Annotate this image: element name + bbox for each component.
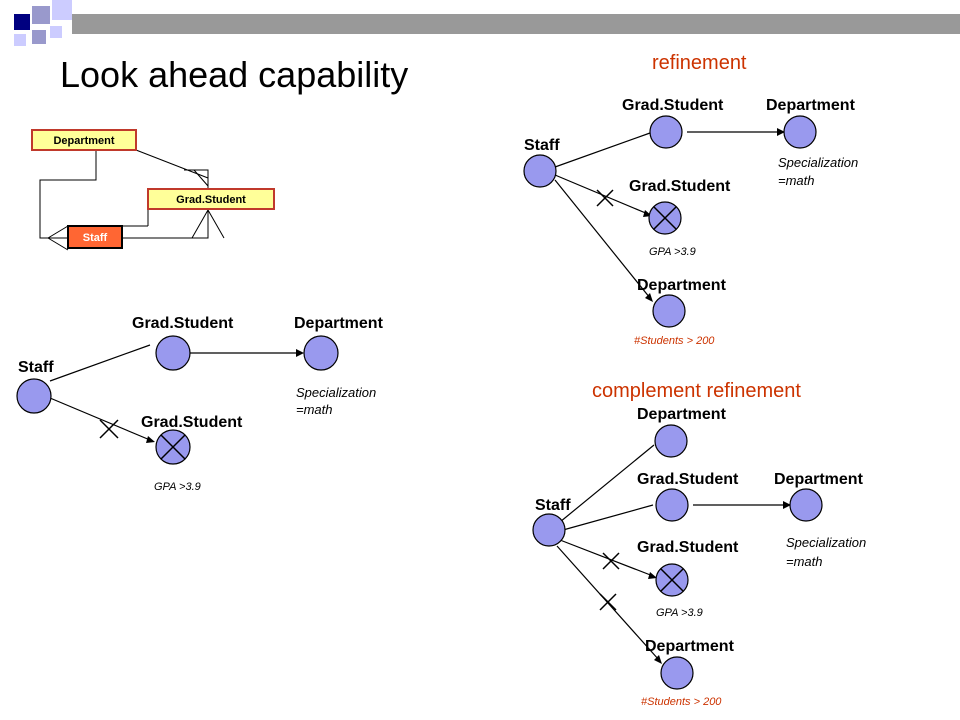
complement-staff-label: Staff: [535, 497, 571, 514]
page-title: Look ahead capability: [60, 54, 408, 95]
complement-grad-student-2-label: Grad.Student: [637, 539, 739, 556]
schema-grad-student-label: Grad.Student: [176, 194, 246, 206]
complement-grad-student-label: Grad.Student: [637, 471, 739, 488]
refinement-graph: refinement Staff Grad.Student Department…: [523, 52, 858, 347]
refinement-department-label: Department: [766, 97, 856, 114]
left-department-node: [303, 335, 339, 371]
complement-department-node: [789, 488, 823, 522]
complement-department-top-node: [654, 424, 688, 458]
left-department-label: Department: [294, 315, 384, 332]
refinement-staff-label: Staff: [524, 137, 560, 154]
refinement-specialization-value: =math: [778, 173, 815, 188]
complement-staff-node: [532, 513, 566, 547]
left-grad-student-node: [155, 335, 191, 371]
complement-graph: complement refinement Department Staff G…: [532, 380, 866, 708]
refinement-heading: refinement: [652, 52, 747, 74]
refinement-department-2-label: Department: [637, 277, 727, 294]
left-staff-label: Staff: [18, 359, 54, 376]
refinement-grad-student-2-label: Grad.Student: [629, 178, 731, 195]
schema-grad-student-box: [147, 188, 275, 210]
schema-department-box: [31, 129, 137, 151]
schema-department-label: Department: [53, 135, 114, 147]
complement-gpa-label: GPA >3.9: [656, 607, 703, 619]
schema-diagram: Department Grad.Student Staff: [31, 129, 275, 251]
complement-specialization-value: =math: [786, 554, 823, 569]
schema-staff-label: Staff: [83, 232, 108, 244]
complement-specialization-label: Specialization: [786, 535, 866, 550]
refinement-gpa-label: GPA >3.9: [649, 246, 696, 258]
refinement-students-label: #Students > 200: [634, 335, 715, 347]
title-bar: [72, 14, 960, 34]
schema-staff-box: [67, 225, 123, 249]
complement-heading: complement refinement: [592, 380, 801, 402]
complement-department-label: Department: [774, 471, 864, 488]
refinement-department-2-node: [652, 294, 686, 328]
complement-department-top-label: Department: [637, 406, 727, 423]
left-staff-node: [16, 378, 52, 414]
left-specialization-label: Specialization: [296, 385, 376, 400]
left-specialization-value: =math: [296, 402, 333, 417]
slide-logo: [14, 0, 72, 46]
complement-department-2-label: Department: [645, 638, 735, 655]
left-gpa-label: GPA >3.9: [154, 481, 201, 493]
refinement-specialization-label: Specialization: [778, 155, 858, 170]
complement-grad-student-node: [655, 488, 689, 522]
complement-students-label: #Students > 200: [641, 696, 722, 708]
left-graph: Staff Grad.Student Department Specializa…: [16, 315, 384, 493]
refinement-department-node: [783, 115, 817, 149]
refinement-grad-student-node: [649, 115, 683, 149]
left-grad-student-2-label: Grad.Student: [141, 414, 243, 431]
refinement-staff-node: [523, 154, 557, 188]
complement-department-2-node: [660, 656, 694, 690]
left-grad-student-label: Grad.Student: [132, 315, 234, 332]
refinement-grad-student-label: Grad.Student: [622, 97, 724, 114]
